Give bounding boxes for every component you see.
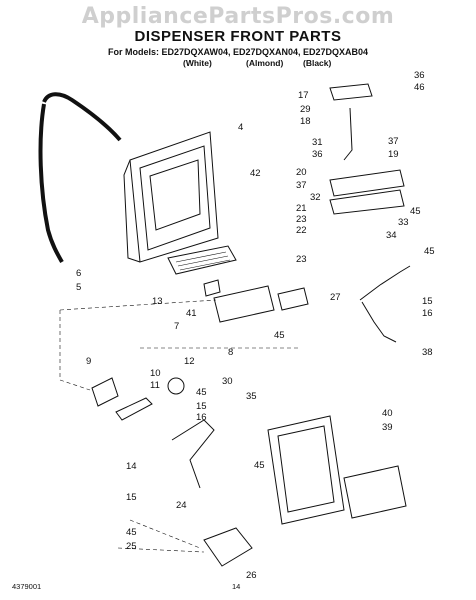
light-cover: [91, 377, 119, 407]
callout: 17: [298, 90, 309, 101]
callout: 45: [424, 246, 435, 257]
door-insert: [343, 465, 407, 519]
callout: 45: [274, 330, 285, 341]
callout: 25: [126, 541, 137, 552]
fitting-12: [167, 377, 185, 395]
callout: 27: [330, 292, 341, 303]
callout: 15: [196, 401, 207, 412]
model-numbers: For Models: ED27DQXAW04, ED27DQXAN04, ED…: [107, 47, 369, 57]
callout: 45: [126, 527, 137, 538]
callout: 9: [86, 356, 91, 367]
callout: 26: [246, 570, 257, 581]
callout-labels: 36 46 17 29 18 4 31 37 36 19 20 42 37 32…: [76, 70, 435, 581]
callout: 45: [196, 387, 207, 398]
callout: 37: [388, 136, 399, 147]
callout: 38: [422, 347, 433, 358]
callout: 5: [76, 282, 81, 293]
callout: 34: [386, 230, 397, 241]
callout: 15: [422, 296, 433, 307]
callout: 23: [296, 254, 307, 265]
callout: 21: [296, 203, 307, 214]
actuator-lever: [343, 107, 353, 161]
doc-number: 4379001: [12, 582, 42, 591]
callout: 45: [410, 206, 421, 217]
door-frame: [267, 415, 345, 525]
callout: 23: [296, 214, 307, 225]
callout: 45: [254, 460, 265, 471]
callout: 15: [126, 492, 137, 503]
callout: 12: [184, 356, 195, 367]
callout: 13: [152, 296, 163, 307]
callout: 36: [312, 149, 323, 160]
bracket-27: [277, 287, 309, 311]
color-black: (Black): [303, 58, 332, 68]
callout: 29: [300, 104, 311, 115]
callout: 19: [388, 149, 399, 160]
ice-chute: [203, 527, 253, 567]
callout: 36: [414, 70, 425, 81]
callout: 41: [186, 308, 197, 319]
pad-41: [203, 279, 221, 297]
mounting-plate: [329, 169, 405, 197]
callout: 24: [176, 500, 187, 511]
callout: 35: [246, 391, 257, 402]
control-board: [213, 285, 275, 323]
callout: 7: [174, 321, 179, 332]
water-tube-lower: [38, 103, 64, 263]
callout: 32: [310, 192, 321, 203]
callout: 22: [296, 225, 307, 236]
water-tube: [42, 92, 122, 142]
color-almond: (Almond): [246, 58, 284, 68]
callout: 39: [382, 422, 393, 433]
part-drawings: [38, 83, 411, 567]
callout: 37: [296, 180, 307, 191]
bracket-10: [115, 397, 153, 421]
callout: 31: [312, 137, 323, 148]
upper-bracket: [329, 83, 373, 101]
callout: 40: [382, 408, 393, 419]
callout: 46: [414, 82, 425, 93]
drip-grille: [167, 245, 237, 275]
site-watermark: AppliancePartsPros.com: [81, 4, 395, 29]
lever-assembly: [171, 419, 215, 489]
callout: 6: [76, 268, 81, 279]
callout: 33: [398, 217, 409, 228]
callout: 8: [228, 347, 233, 358]
diagram-title: DISPENSER FRONT PARTS: [134, 28, 342, 45]
color-white: (White): [183, 58, 212, 68]
callout: 11: [150, 380, 160, 391]
callout: 16: [196, 412, 207, 423]
page-number: 14: [232, 582, 241, 591]
switch-arm: [359, 265, 411, 301]
callout: 18: [300, 116, 311, 127]
callout: 16: [422, 308, 433, 319]
callout: 4: [238, 122, 243, 133]
dispenser-housing: [129, 131, 219, 263]
callout: 30: [222, 376, 233, 387]
callout: 14: [126, 461, 137, 472]
callout: 20: [296, 167, 307, 178]
callout: 10: [150, 368, 161, 379]
callout: 42: [250, 168, 261, 179]
